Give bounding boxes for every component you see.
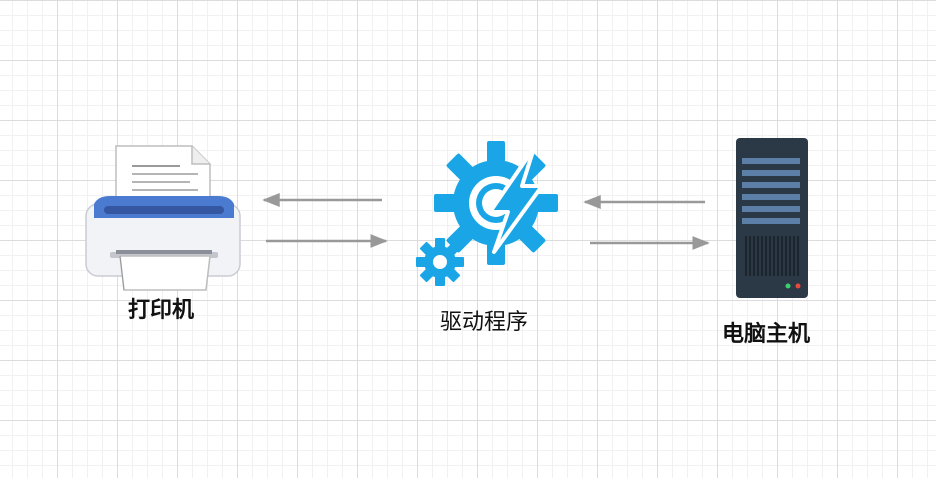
gear-lightning-icon [416, 141, 558, 286]
printer-label: 打印机 [128, 298, 195, 323]
computer-label: 电脑主机 [722, 322, 811, 347]
driver-node[interactable]: 驱动程序 [410, 140, 590, 340]
driver-label: 驱动程序 [440, 310, 529, 335]
printer-icon [85, 145, 241, 291]
server-tower-icon [736, 138, 808, 298]
computer-node[interactable]: 电脑主机 [718, 136, 838, 347]
printer-node[interactable]: 打印机 [80, 140, 250, 323]
